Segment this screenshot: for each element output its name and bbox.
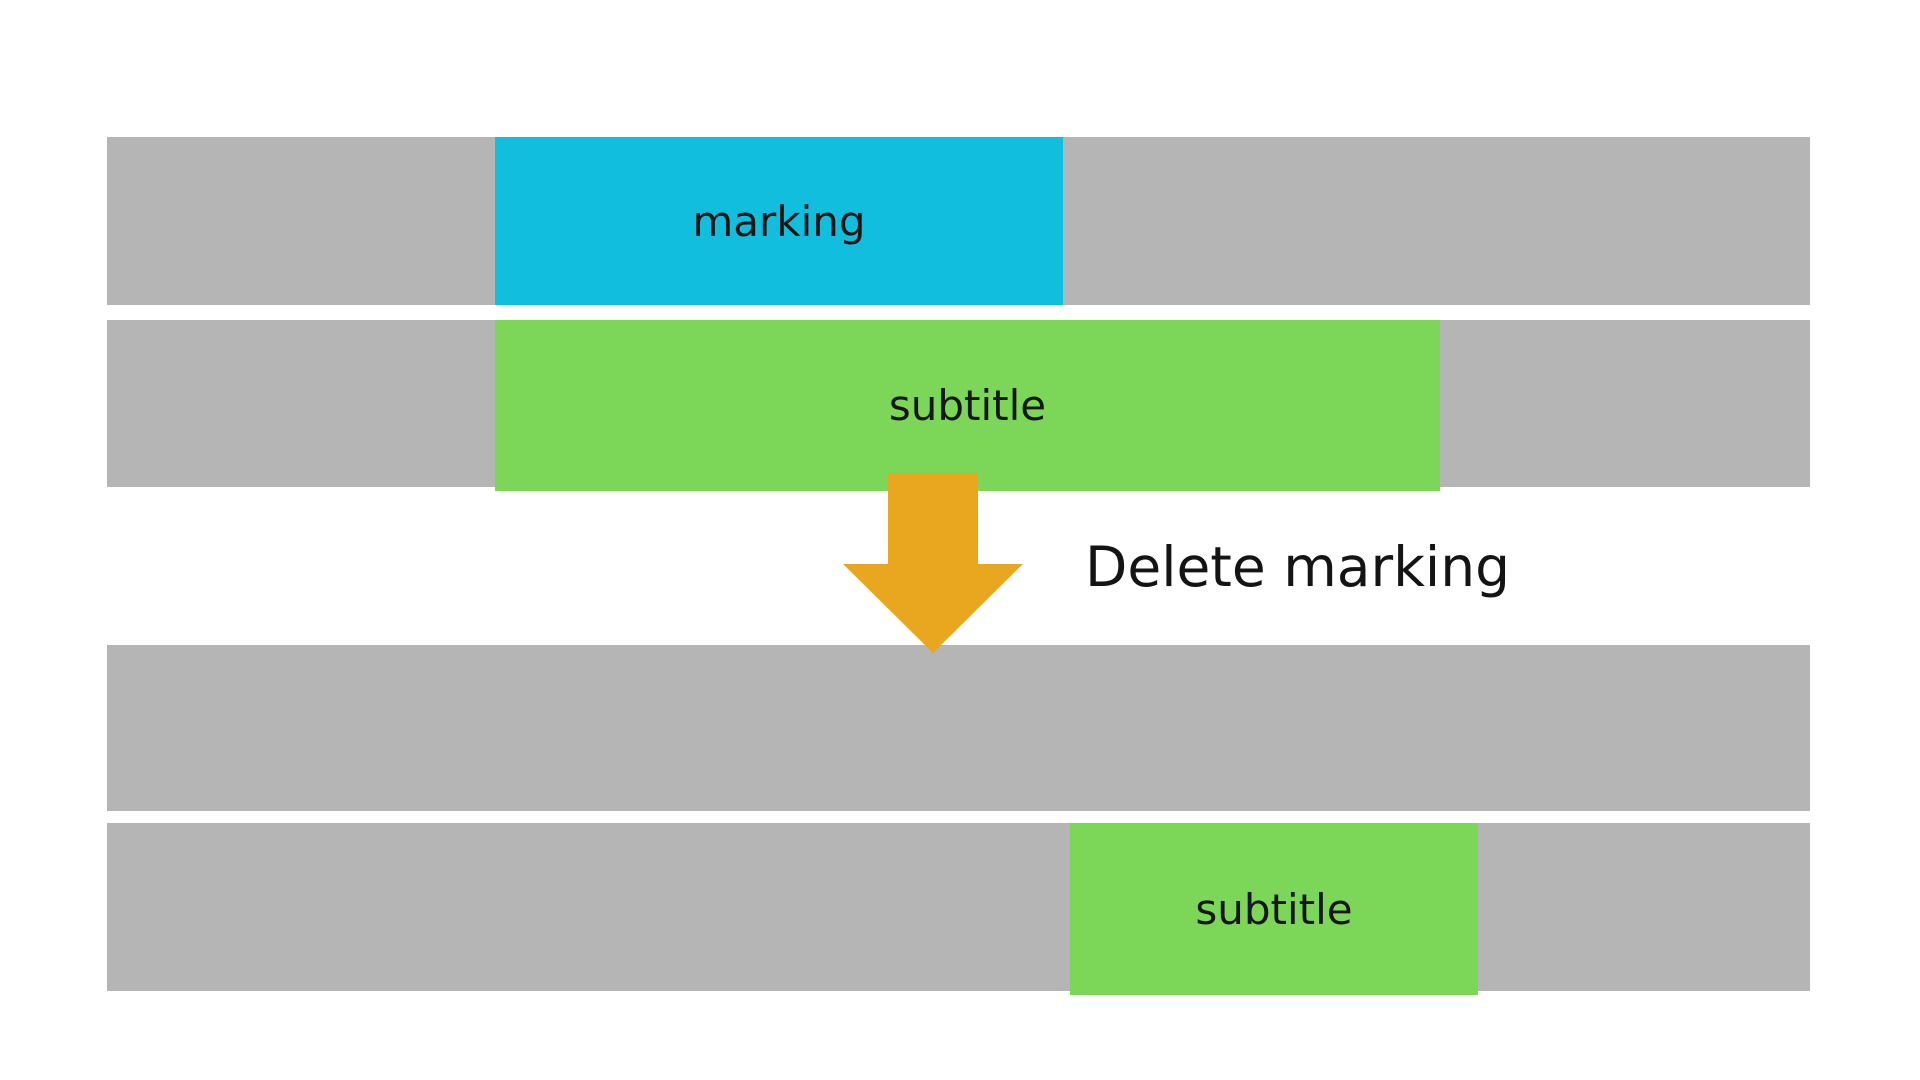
after-track-row-2: [107, 823, 1810, 991]
subtitle-segment-before-label: subtitle: [888, 381, 1047, 430]
marking-segment-label: marking: [692, 196, 866, 246]
subtitle-segment-after: subtitle: [1070, 823, 1478, 995]
transition-label: Delete marking: [1085, 535, 1510, 599]
down-arrow-icon: [843, 473, 1023, 653]
after-track-row-1: [107, 645, 1810, 811]
subtitle-segment-after-label: subtitle: [1195, 884, 1353, 934]
subtitle-segment-before: subtitle: [495, 320, 1440, 491]
marking-segment: marking: [495, 137, 1063, 305]
